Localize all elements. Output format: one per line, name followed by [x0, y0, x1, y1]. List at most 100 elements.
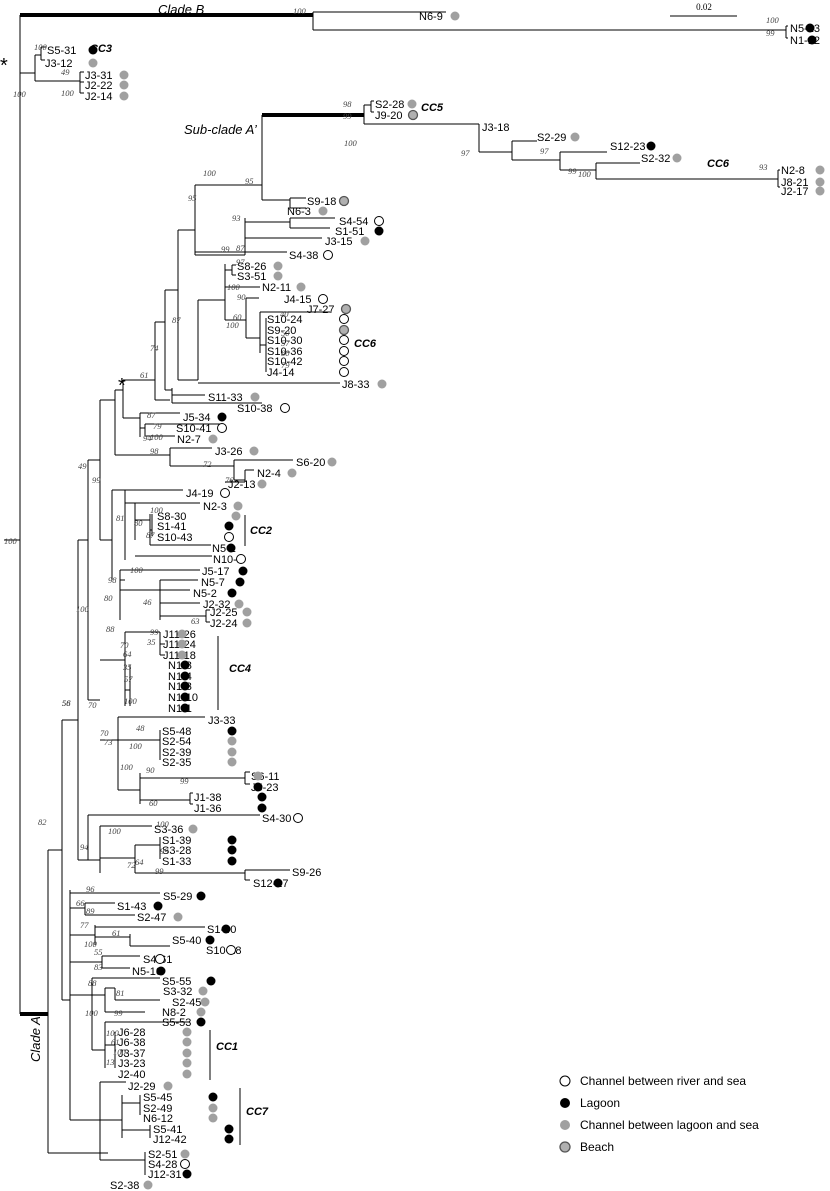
bootstrap-value: 98 — [108, 575, 117, 585]
leaf-label: S10-36 — [267, 346, 302, 358]
bootstrap-value: 100 — [578, 169, 592, 179]
cluster-label-cc3: CC3 — [90, 43, 112, 55]
habitat-marker-chls — [143, 1180, 153, 1190]
clade-b-label: Clade B — [158, 2, 205, 17]
bootstrap-value: 79 — [153, 421, 162, 431]
leaf-label: J2-29 — [128, 1081, 156, 1093]
bootstrap-value: 83 — [94, 962, 103, 972]
bootstrap-value: 98 — [150, 446, 159, 456]
habitat-marker-lagoon — [153, 901, 163, 911]
bootstrap-value: 61 — [112, 928, 121, 938]
bootstrap-value: 81 — [116, 513, 125, 523]
habitat-marker-chls — [377, 379, 387, 389]
leaf-label: S1-39 — [162, 835, 191, 847]
leaf-label: S8-26 — [237, 261, 266, 273]
bootstrap-value: 70 — [88, 700, 97, 710]
leaf-label: J3-23 — [118, 1058, 146, 1070]
habitat-marker-lagoon — [88, 45, 98, 55]
bootstrap-value: 80 — [104, 593, 113, 603]
leaf-label: J2-32 — [203, 599, 231, 611]
bootstrap-value: 81 — [116, 988, 125, 998]
habitat-marker-river — [339, 356, 349, 366]
leaf-label: J4-15 — [284, 294, 312, 306]
habitat-marker-chls — [208, 1113, 218, 1123]
bootstrap-value: 70 — [120, 640, 129, 650]
bootstrap-value: 80 — [134, 518, 143, 528]
bootstrap-value: 87 — [236, 243, 245, 253]
bootstrap-value: 89 — [86, 906, 95, 916]
leaf-label: J3-15 — [325, 236, 353, 248]
habitat-marker-beach — [338, 195, 350, 207]
tree-leaves: N6-9N5-13N1-12S5-31J3-12J3-31J2-22J2-14S… — [45, 11, 825, 1191]
habitat-marker-chls — [188, 824, 198, 834]
habitat-marker-chls — [196, 1007, 206, 1017]
bootstrap-value: 55 — [94, 947, 103, 957]
habitat-marker-lagoon — [257, 803, 267, 813]
leaf-label: S1-41 — [157, 521, 186, 533]
leaf-label: N2-3 — [203, 501, 227, 513]
leaf-label: J6-28 — [118, 1027, 146, 1039]
bootstrap-value: 76 — [225, 475, 234, 485]
habitat-marker-chls — [360, 236, 370, 246]
clade-a-label: Clade A — [28, 1016, 43, 1062]
habitat-marker-river — [280, 403, 290, 413]
bootstrap-value: 100 — [344, 138, 358, 148]
habitat-marker-river — [318, 294, 328, 304]
leaf-label: N5-2 — [193, 588, 217, 600]
leaf-label: S5-41 — [153, 1124, 182, 1136]
habitat-marker-chls — [88, 58, 98, 68]
leaf-label: S2-47 — [137, 912, 166, 924]
cluster-label-cc6: CC6 — [354, 338, 377, 350]
leaf-label: S5-48 — [162, 726, 191, 738]
root-support: 100 — [4, 536, 18, 546]
leaf-label: S12-27 — [253, 878, 288, 890]
habitat-marker-river — [339, 314, 349, 324]
habitat-marker-chls — [180, 1149, 190, 1159]
bootstrap-value: 60 — [149, 798, 158, 808]
leaf-label: S6-20 — [296, 457, 325, 469]
bootstrap-value: 100 — [130, 565, 144, 575]
habitat-marker-chls — [234, 599, 244, 609]
leaf-label: S2-49 — [143, 1103, 172, 1115]
legend: Channel between river and seaLagoonChann… — [559, 1074, 759, 1154]
habitat-marker-lagoon — [238, 566, 248, 576]
habitat-marker-lagoon — [180, 703, 190, 713]
legend-label: Lagoon — [580, 1096, 620, 1110]
habitat-marker-lagoon — [206, 976, 216, 986]
bootstrap-value: 94 — [143, 433, 152, 443]
habitat-marker-river — [293, 813, 303, 823]
leaf-label: S2-54 — [162, 736, 191, 748]
bootstrap-value: 100 — [293, 6, 307, 16]
leaf-label: S10-28 — [206, 945, 241, 957]
leaf-label: J4-19 — [186, 488, 214, 500]
bootstrap-value: 77 — [80, 920, 89, 930]
bootstrap-value: 100 — [124, 696, 138, 706]
cluster-label-cc7: CC7 — [246, 1106, 269, 1118]
habitat-marker-chls — [227, 757, 237, 767]
habitat-marker-lagoon — [224, 1124, 234, 1134]
leaf-label: J3-31 — [85, 70, 113, 82]
leaf-label: N2-11 — [262, 282, 291, 294]
bootstrap-value: 100 — [766, 15, 780, 25]
leaf-label: J4-14 — [267, 367, 295, 379]
bootstrap-value: 60 — [233, 312, 242, 322]
bootstrap-value: 100 — [34, 42, 48, 52]
bootstrap-value: 56 — [62, 698, 71, 708]
bootstrap-value: 99 — [343, 111, 352, 121]
legend-marker-chls — [560, 1120, 570, 1130]
subclade-node-star: * — [118, 375, 126, 397]
habitat-marker-lagoon — [273, 878, 283, 888]
bootstrap-value: 99 — [568, 166, 577, 176]
clade-b-node-star: * — [0, 55, 8, 77]
bootstrap-value: 63 — [191, 616, 200, 626]
leaf-label: S5-53 — [162, 1017, 191, 1029]
habitat-marker-chls — [231, 511, 241, 521]
bootstrap-value: 99 — [150, 627, 159, 637]
habitat-marker-chls — [227, 747, 237, 757]
habitat-marker-chls — [672, 153, 682, 163]
bootstrap-value: 88 — [88, 978, 97, 988]
habitat-marker-lagoon — [208, 1092, 218, 1102]
bootstrap-value: 48 — [136, 723, 145, 733]
